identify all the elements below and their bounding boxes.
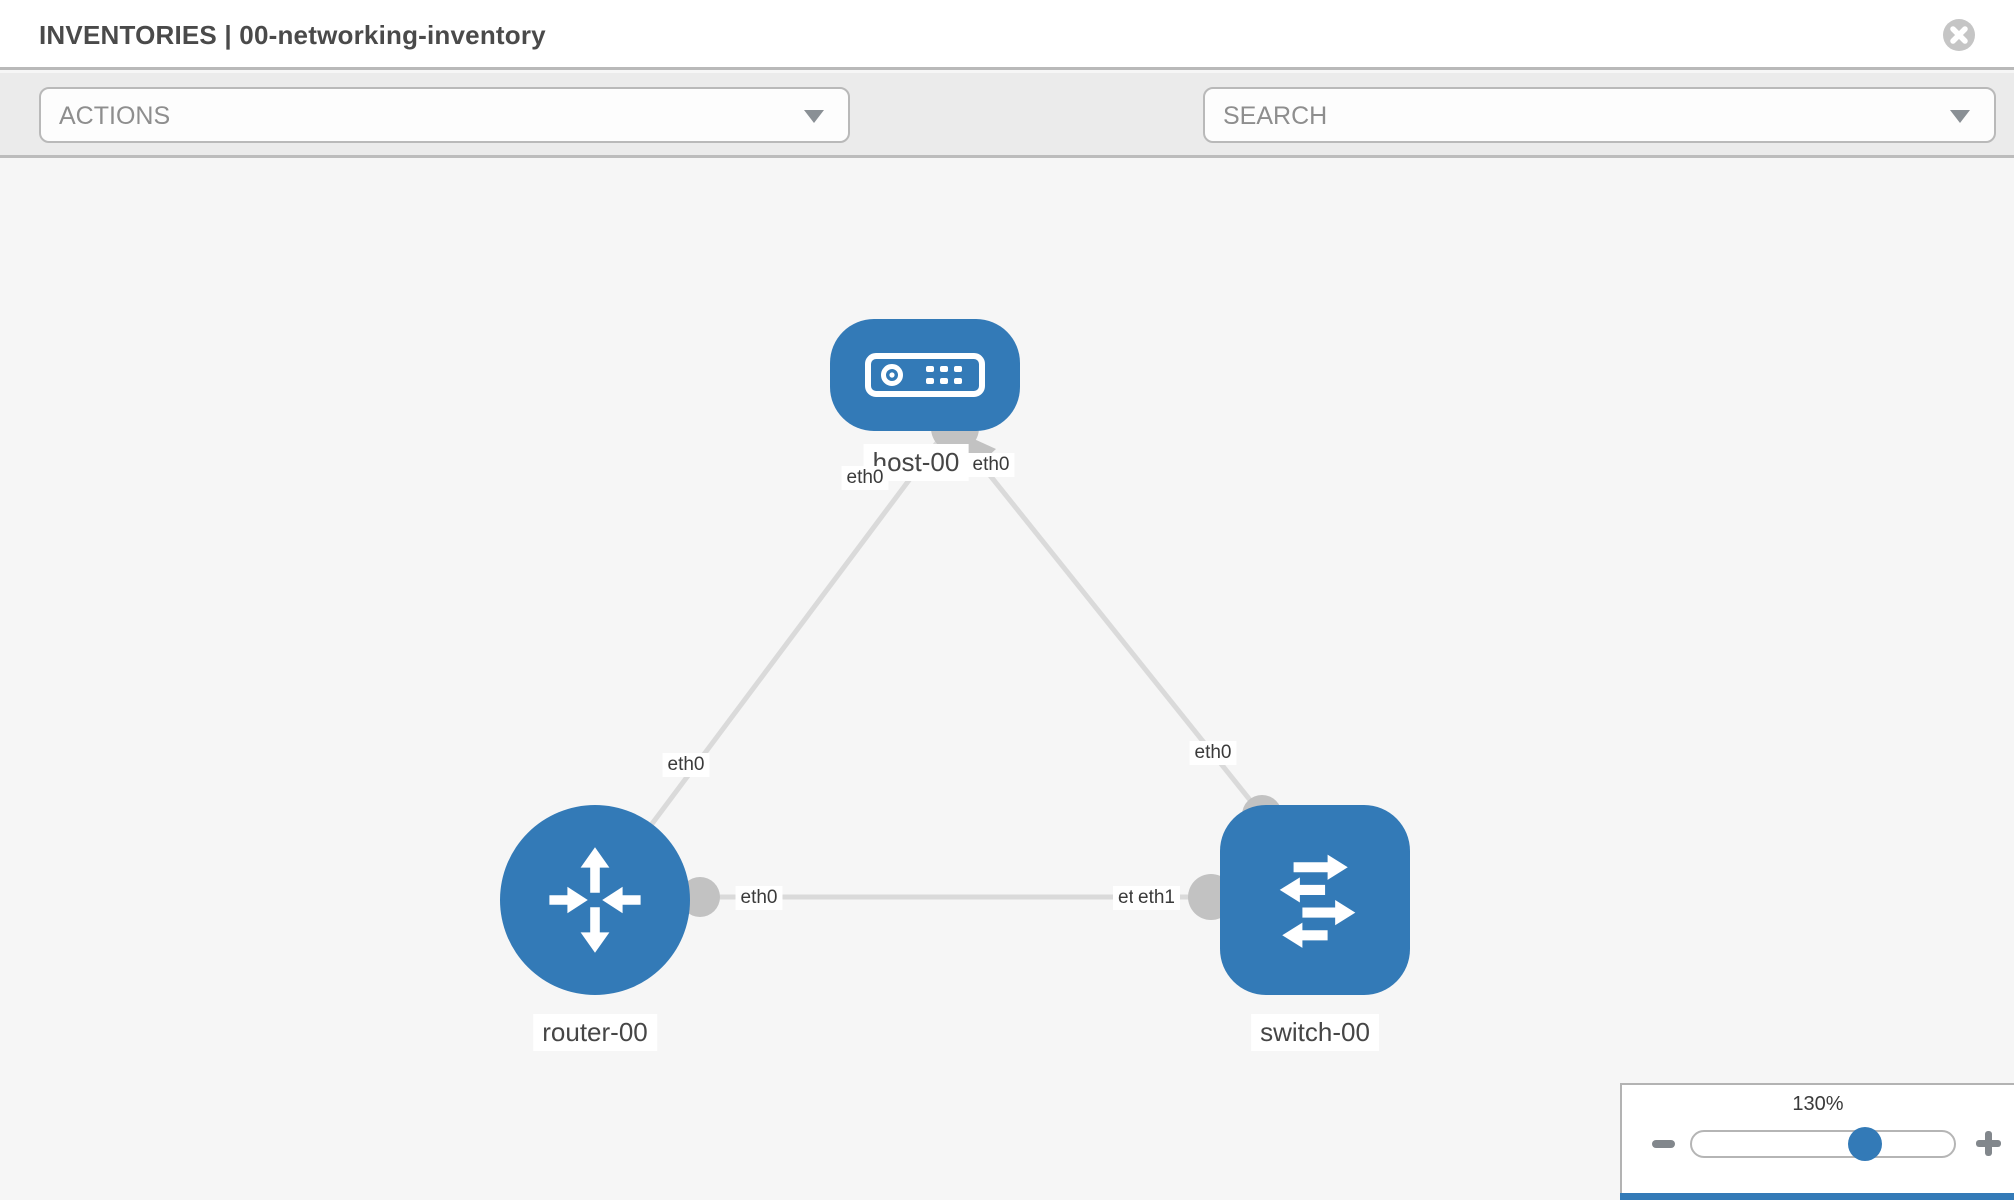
search-dropdown[interactable]: SEARCH (1203, 87, 1996, 143)
zoom-slider-track[interactable] (1690, 1127, 1956, 1161)
caret-down-icon (1950, 110, 1970, 123)
page-title: INVENTORIES | 00-networking-inventory (39, 20, 546, 50)
zoom-level-value: 130% (1792, 1093, 1844, 1115)
node-label-host: host-00 (863, 444, 969, 481)
interface-label-host-left: eth0 (841, 466, 889, 490)
host-icon (865, 353, 985, 397)
actions-dropdown-label: ACTIONS (59, 102, 171, 130)
zoom-out-button[interactable] (1652, 1140, 1675, 1148)
close-button[interactable] (1942, 18, 1976, 52)
router-icon (549, 847, 641, 953)
zoom-control-panel: 130% (1620, 1083, 2014, 1200)
modal-header: INVENTORIES | 00-networking-inventory (0, 0, 2014, 70)
caret-down-icon (804, 110, 824, 123)
search-dropdown-label: SEARCH (1223, 102, 1328, 130)
interface-label-router-right: eth0 (735, 886, 783, 910)
panel-accent-strip (1620, 1193, 2014, 1200)
switch-icon (1279, 854, 1356, 948)
zoom-slider-handle[interactable] (1848, 1127, 1882, 1161)
interface-label-switch-left-eth1: eth1 (1133, 886, 1180, 910)
interface-label-host-right: eth0 (967, 453, 1015, 477)
toolbar: ACTIONS SEARCH (0, 73, 2014, 204)
node-label-router: router-00 (533, 1014, 657, 1051)
topology-canvas[interactable]: host-00 router-00 switch-00 eth0 eth0 et… (0, 158, 2014, 1200)
topology-links-layer (592, 404, 1315, 920)
connector-router-right (680, 877, 720, 917)
interface-label-router-top: eth0 (662, 753, 710, 777)
node-switch-00[interactable] (1220, 805, 1410, 995)
zoom-in-button[interactable] (1976, 1131, 2001, 1156)
interface-label-switch-top: eth0 (1189, 741, 1237, 765)
node-host-00[interactable] (830, 319, 1020, 431)
close-icon (1943, 19, 1975, 51)
link-host-router (592, 426, 951, 902)
node-label-switch: switch-00 (1251, 1014, 1379, 1051)
node-router-00[interactable] (500, 805, 690, 995)
actions-dropdown[interactable]: ACTIONS (39, 87, 850, 143)
